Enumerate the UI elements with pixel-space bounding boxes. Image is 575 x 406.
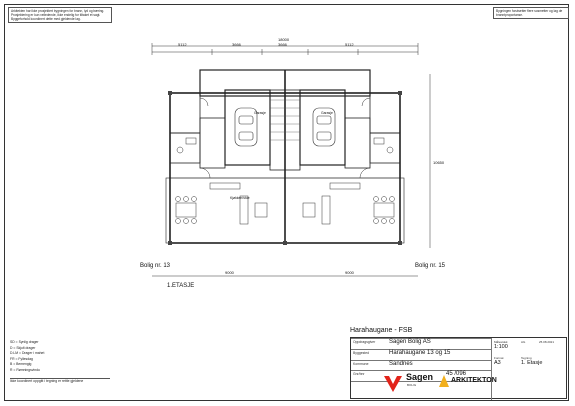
dim-top-4: 5112 (345, 42, 354, 47)
tb-row-municipality: Kommune Sandnes (351, 360, 491, 371)
drawing-date: 25.08.2021 (539, 340, 555, 344)
company-logos: Sagen BOLIG ARKITEKTON (382, 370, 497, 396)
floor-label: 1.ETASJE (167, 283, 195, 289)
dim-bottom-1: 9000 (225, 270, 234, 275)
sheet-frame (4, 4, 569, 401)
tb-row-site: Byggested Harahaugane 13 og 15 (351, 349, 491, 361)
sagen-logo-text: Sagen (406, 372, 434, 382)
kitchen-label: Kjøkken/stue (230, 196, 250, 200)
garage-label-right: Garasje (321, 111, 333, 115)
legend-item: B = Bemengig (10, 362, 32, 367)
project-title: Harahaugane - FSB (350, 327, 413, 334)
sagen-logo-icon (384, 376, 402, 392)
dim-overall: 18000 (278, 37, 290, 42)
format-label: Format (494, 356, 504, 360)
note-top-left: Arkitekten har ikke prosjektert bygninge… (8, 7, 112, 23)
bolig-right-label: Bolig nr. 15 (415, 263, 446, 269)
title-block: Harahaugane - FSB Oppdragsgiver Sagen Bo… (350, 327, 567, 400)
dim-side: 10650 (433, 160, 445, 165)
arkitekton-logo-text: ARKITEKTON (451, 377, 497, 384)
format-value: A3 (494, 360, 501, 366)
floor-plan (151, 43, 431, 277)
dim-top-2: 3666 (232, 42, 241, 47)
sheet-value: 1. Etasje (521, 360, 543, 366)
tb-row-gnr: Gnr/bnr 45 /096 (351, 370, 491, 382)
dim-bottom-2: 9000 (345, 270, 354, 275)
arkitekton-logo-icon (439, 375, 449, 387)
legend-item: SD = Synlig drager (10, 340, 39, 344)
garage-label-left: Garasje (254, 111, 266, 115)
bolig-left-label: Bolig nr. 13 (140, 263, 171, 269)
dim-top-3: 3666 (278, 42, 287, 47)
legend-item: FR = Fyllesdag (10, 356, 33, 361)
drawn-by: AG (521, 340, 526, 344)
legend-item: D = Skjult drager (10, 345, 36, 350)
sheet-label: Tegning (521, 356, 532, 360)
legend-footer: Ikke koordinert oppgitt i tegning er ret… (10, 377, 110, 385)
title-grid: Oppdragsgiver Sagen Bolig AS Byggested H… (350, 337, 567, 400)
dim-top-1: 5112 (178, 42, 187, 47)
legend: SD = Synlig drager D = Skjult drager D.L… (10, 340, 110, 384)
tb-row-client: Oppdragsgiver Sagen Bolig AS (351, 338, 491, 350)
sagen-logo-sub: BOLIG (407, 383, 417, 387)
legend-item: R = Rømningsvindu (10, 367, 40, 372)
legend-item: D.LM = Drager i mahet (10, 351, 45, 356)
scale-label: Målestokk (494, 340, 508, 344)
tb-divider (491, 338, 492, 400)
scale-value: 1:100 (494, 344, 508, 350)
note-top-right: Bygningen forutsetter flere sosmetter og… (493, 7, 569, 19)
